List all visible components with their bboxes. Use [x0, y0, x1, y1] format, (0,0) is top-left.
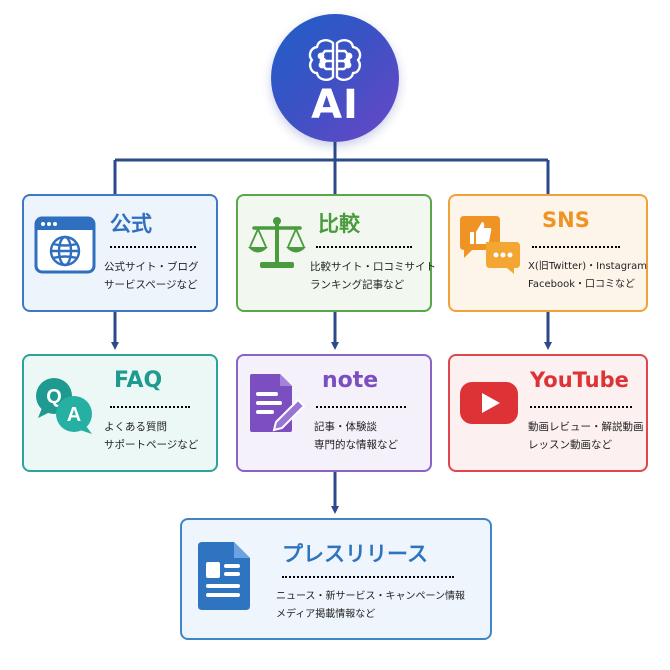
card-text: サービスページなど [104, 279, 198, 291]
card-title: SNS [542, 208, 590, 232]
svg-text:A: A [67, 404, 81, 426]
ai-node: AI [271, 14, 399, 142]
document-pen-icon [250, 374, 306, 432]
card-press-release: プレスリリース ニュース・新サービス・キャンペーン情報 メディア掲載情報など [180, 518, 492, 640]
globe-browser-icon [34, 216, 96, 274]
card-faq: Q A FAQ よくある質問 サポートページなど [22, 354, 218, 472]
card-text: メディア掲載情報など [276, 609, 376, 620]
title-underline [316, 406, 406, 408]
card-text: 比較サイト・口コミサイト [310, 261, 436, 273]
card-text: 記事・体験談 [314, 421, 377, 433]
card-title: プレスリリース [282, 542, 428, 566]
card-text: 専門的な情報など [314, 439, 398, 451]
card-title: 比較 [318, 212, 360, 236]
card-note: note 記事・体験談 専門的な情報など [236, 354, 432, 472]
thumbs-up-chat-icon [460, 216, 520, 274]
title-underline [110, 406, 190, 408]
title-underline [532, 246, 620, 248]
scales-icon [248, 217, 306, 268]
card-text: Facebook・口コミなど [528, 279, 635, 290]
play-button-icon [460, 382, 518, 424]
card-official: 公式 公式サイト・ブログ サービスページなど [22, 194, 218, 312]
title-underline [282, 576, 454, 578]
card-text: ニュース・新サービス・キャンペーン情報 [276, 591, 465, 602]
title-underline [530, 406, 632, 408]
ai-label: AI [311, 82, 359, 128]
card-title: note [322, 368, 379, 393]
card-text: ランキング記事など [310, 279, 405, 291]
card-title: FAQ [114, 368, 163, 393]
card-title: 公式 [110, 212, 152, 236]
card-text: レッスン動画など [528, 439, 612, 451]
card-sns: SNS X(旧Twitter)・Instagram Facebook・口コミなど [448, 194, 648, 312]
card-text: X(旧Twitter)・Instagram [528, 261, 648, 272]
title-underline [316, 246, 412, 248]
brain-icon [308, 39, 362, 81]
svg-text:Q: Q [46, 386, 62, 408]
card-text: よくある質問 [104, 421, 167, 433]
qa-bubbles-icon: Q A [36, 378, 92, 434]
card-title: YouTube [530, 368, 629, 392]
press-document-icon [198, 542, 250, 610]
card-youtube: YouTube 動画レビュー・解説動画 レッスン動画など [448, 354, 648, 472]
card-compare: 比較 比較サイト・口コミサイト ランキング記事など [236, 194, 436, 312]
card-text: 動画レビュー・解説動画 [528, 421, 644, 433]
card-text: 公式サイト・ブログ [104, 261, 199, 273]
title-underline [110, 246, 196, 248]
card-text: サポートページなど [104, 439, 199, 451]
